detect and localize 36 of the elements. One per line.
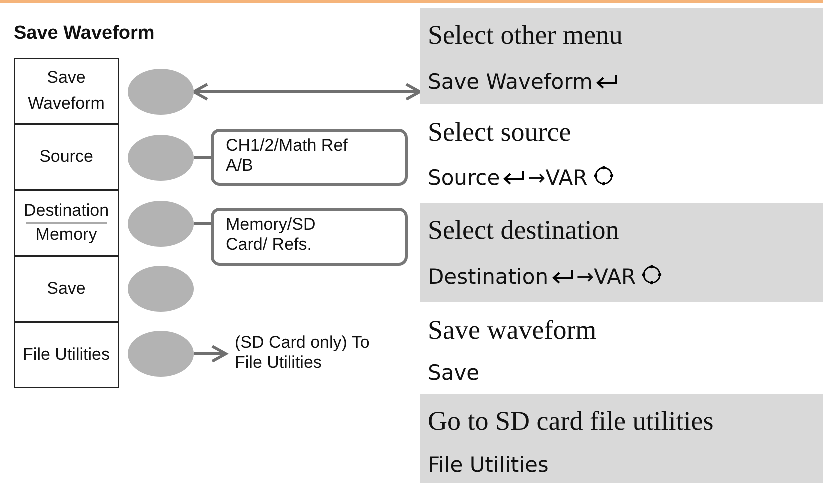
menu-label: Destination	[24, 200, 110, 221]
connector-line	[194, 222, 211, 226]
menu-cell	[14, 124, 119, 190]
instruction-text: Go to SD card file utilities	[428, 406, 714, 437]
key-label: Save Waveform	[428, 70, 593, 94]
menu-cell	[14, 322, 119, 388]
arrow	[194, 345, 228, 363]
menu-label: Save	[47, 278, 86, 300]
instruction-text: Save waveform	[428, 315, 597, 346]
key-label: Source	[428, 166, 500, 190]
key-label: File Utilities	[428, 453, 549, 477]
note-text: (SD Card only) To File Utilities	[226, 333, 376, 375]
menu-cell	[14, 58, 119, 124]
key-label: Save	[428, 361, 480, 385]
instruction-text: Select destination	[428, 215, 620, 246]
key-label: Destination	[428, 265, 549, 289]
instruction-row	[420, 203, 823, 302]
menu-label: Memory	[36, 225, 98, 246]
menu-label: Source	[40, 146, 94, 168]
option-box	[211, 129, 408, 186]
instruction-row	[420, 394, 823, 483]
option-text: Memory/SD Card/ Refs.	[226, 215, 316, 254]
option-box	[211, 208, 408, 266]
instruction-text: Select source	[428, 117, 572, 148]
diagram-title: Save Waveform	[14, 23, 155, 45]
instruction-row	[420, 8, 823, 104]
option-text: CH1/2/Math Ref A/B	[226, 136, 348, 176]
key-label: →VAR	[576, 265, 636, 289]
key-label: →VAR	[528, 166, 588, 190]
menu-label: File Utilities	[23, 344, 110, 366]
instruction-text: Select other menu	[428, 20, 623, 51]
menu-cell	[14, 190, 119, 256]
connector-line	[194, 156, 211, 160]
menu-label: Save Waveform	[27, 66, 106, 115]
menu-cell	[14, 256, 119, 322]
arrow	[192, 83, 422, 101]
